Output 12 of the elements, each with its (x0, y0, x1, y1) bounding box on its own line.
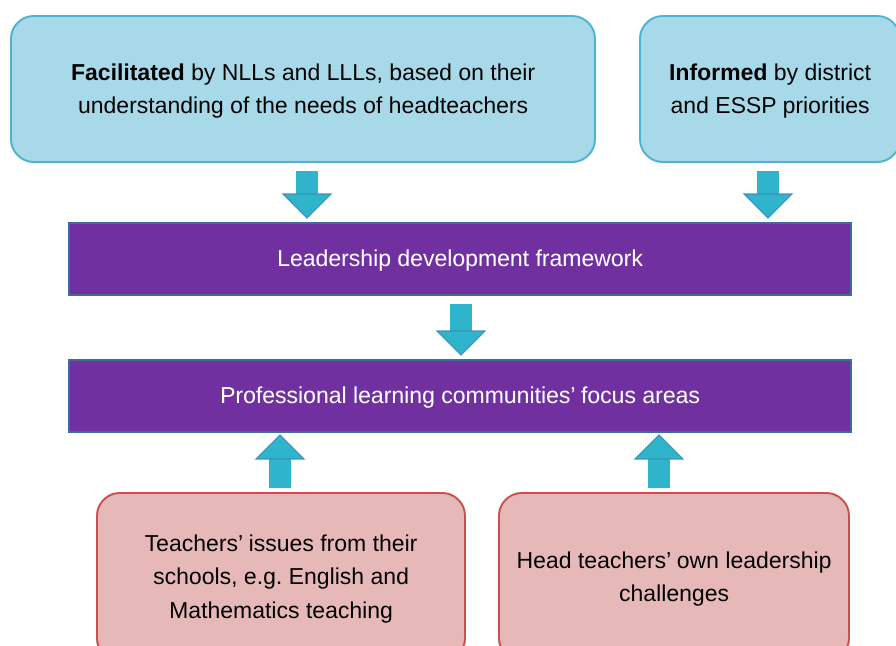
process-bar (68, 359, 852, 433)
rounded-box (10, 15, 596, 163)
box-text: Teachers’ issues from their schools, e.g. English and Mathematics teaching (144, 528, 418, 625)
box-text: Professional learning communities’ focus areas (219, 381, 701, 410)
process-bar (68, 222, 852, 296)
box-text: Leadership development framework (276, 244, 644, 274)
rounded-box (498, 492, 850, 646)
box-text: Informed by district and ESSP priorities (668, 58, 872, 120)
rounded-box (639, 15, 896, 163)
box-text: Facilitated by NLLs and LLLs, based on their understanding of the needs of headteachers (70, 58, 536, 120)
box-text: Head teachers’ own leadership challenges (516, 546, 832, 608)
rounded-box (96, 492, 466, 646)
